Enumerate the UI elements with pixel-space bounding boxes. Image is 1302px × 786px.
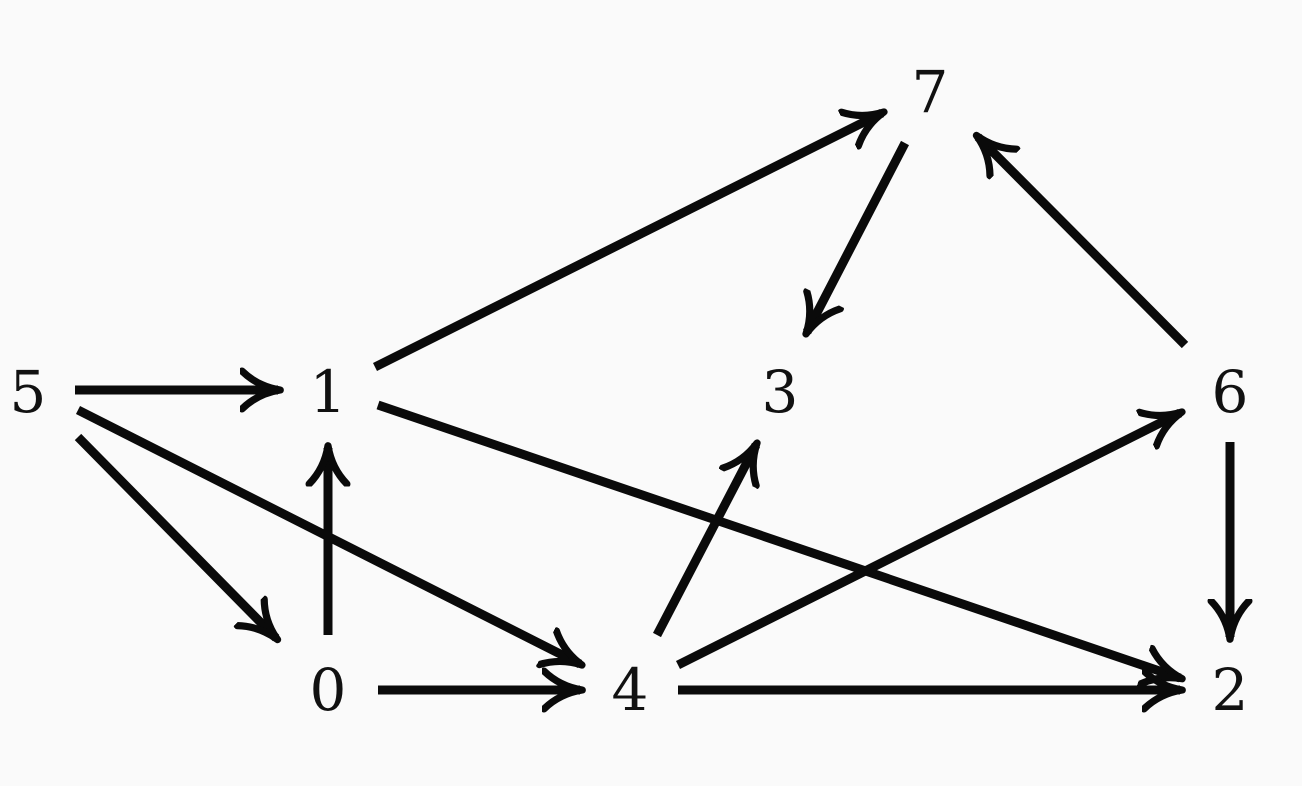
node-2: 2: [1212, 656, 1249, 724]
edge-4-to-6: [675, 413, 1180, 670]
node-4: 4: [612, 656, 649, 724]
node-1: 1: [310, 358, 347, 426]
edge-5-to-0: [74, 433, 276, 638]
node-5: 5: [10, 358, 47, 426]
edge-7-to-3: [807, 140, 909, 332]
node-0: 0: [310, 656, 347, 724]
edge-4-to-3: [653, 445, 756, 638]
node-6: 6: [1212, 358, 1249, 426]
node-3: 3: [762, 358, 799, 426]
edge-6-to-7: [978, 137, 1189, 349]
node-7: 7: [912, 58, 949, 126]
edge-1-to-2: [376, 400, 1180, 678]
edge-1-to-7: [372, 113, 882, 372]
